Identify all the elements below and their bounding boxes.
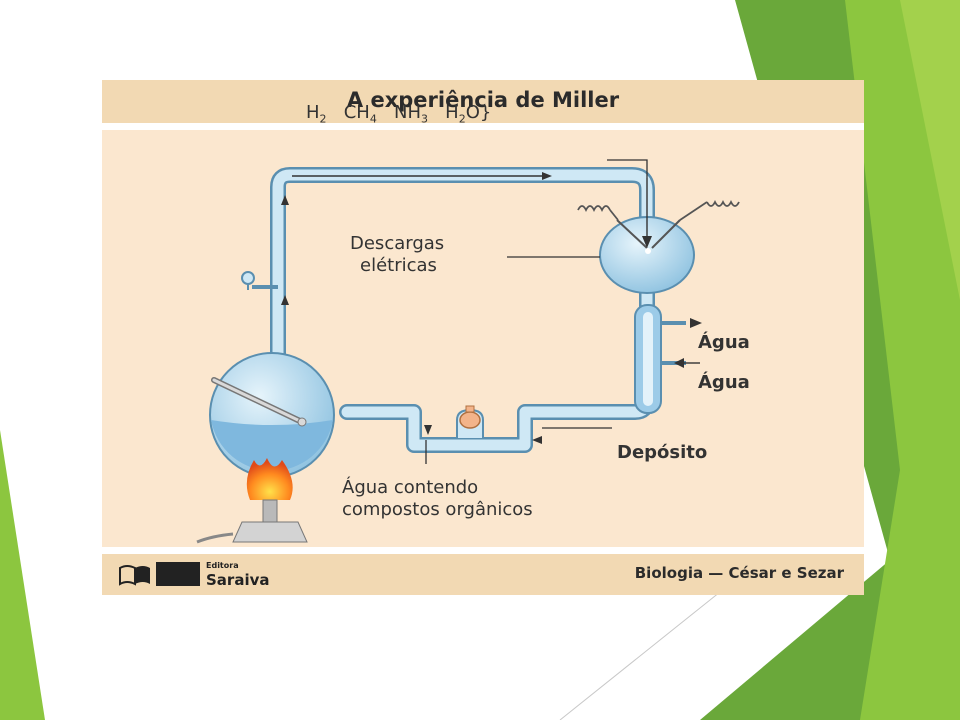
right-green-panel-lime — [900, 0, 960, 300]
bunsen-burner — [196, 499, 308, 544]
pointer-lines — [425, 159, 648, 464]
label-deposit: Depósito — [617, 442, 708, 463]
label-organic-line2: compostos orgânicos — [342, 499, 533, 520]
condenser — [634, 304, 702, 414]
figure-title: A experiência de Miller — [346, 88, 620, 112]
apparatus-diagram — [196, 159, 740, 544]
label-water-out: Água — [698, 332, 750, 353]
gas-brace: } — [479, 102, 492, 123]
deposit-trap — [456, 405, 484, 438]
publisher-name: Saraiva — [206, 571, 270, 589]
label-discharges-line2: elétricas — [360, 255, 437, 276]
book-credit: Biologia — César e Sezar — [634, 564, 844, 582]
footer-separator — [102, 547, 864, 554]
flow-arrows — [281, 172, 644, 444]
label-water-in: Água — [698, 372, 750, 393]
discharge-flask — [599, 178, 695, 294]
reactant-gases: H2 CH4 NH3 H2O} — [306, 102, 491, 126]
label-discharges-line1: Descargas — [350, 233, 445, 254]
figure-header: A experiência de Miller — [102, 80, 864, 123]
gas-h2: H2 — [306, 102, 327, 126]
header-separator — [102, 123, 864, 130]
electrode-left — [577, 205, 619, 221]
right-green-panel-light — [845, 0, 960, 720]
electrode-right — [679, 199, 740, 221]
publisher-logo-block — [156, 562, 200, 586]
stopcock — [241, 271, 278, 290]
burner-flame — [246, 458, 293, 500]
gas-h2o: H2O — [445, 102, 480, 126]
figure-footer: Editora Saraiva Biologia — César e Sezar — [102, 554, 864, 595]
boiling-flask — [209, 352, 335, 478]
miller-experiment-figure: A experiência de Miller — [102, 80, 864, 595]
gas-nh3: NH3 — [394, 102, 428, 126]
publisher-small-label: Editora — [206, 561, 239, 570]
left-green-stripe — [0, 430, 45, 720]
gas-ch4: CH4 — [343, 102, 377, 126]
book-logo-icon — [119, 565, 150, 586]
label-organic-line1: Água contendo — [342, 477, 479, 498]
